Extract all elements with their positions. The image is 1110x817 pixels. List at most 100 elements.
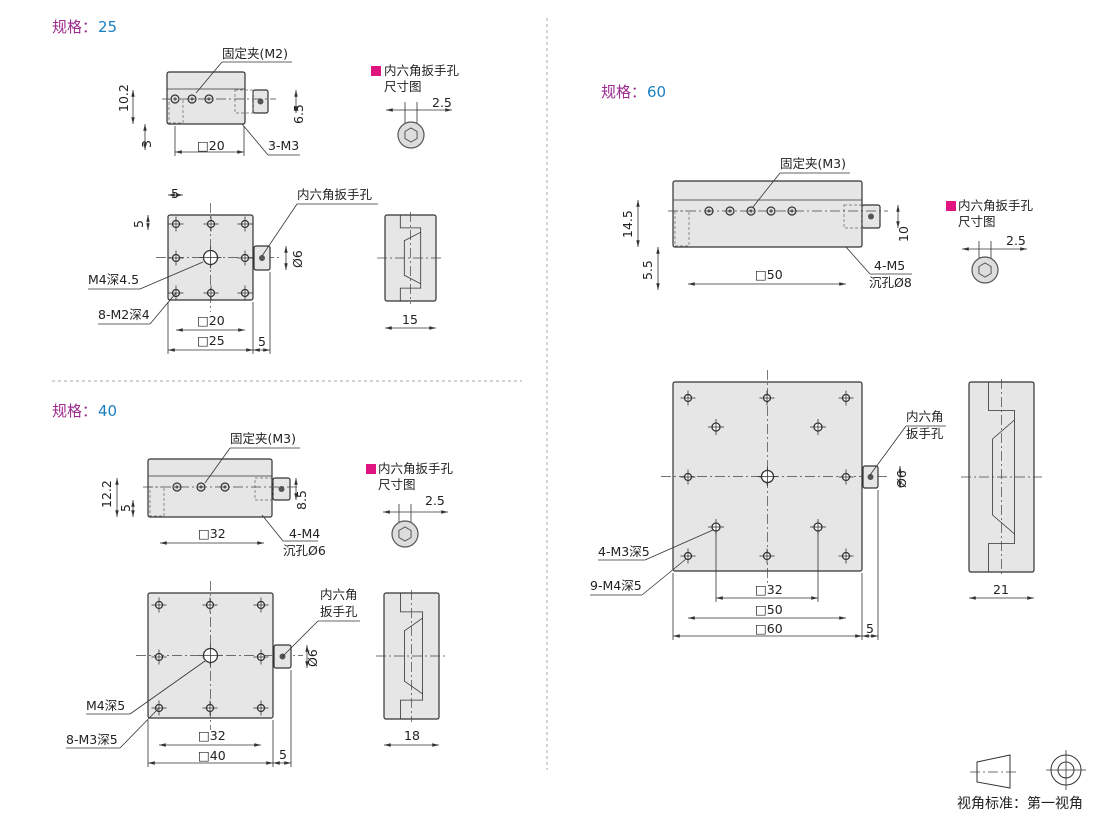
dimension-arrow bbox=[969, 596, 976, 600]
dim-side-width: 15 bbox=[402, 312, 418, 327]
dimension-arrow bbox=[176, 328, 183, 332]
dimension-arrow bbox=[385, 326, 392, 330]
dim-sq32b: □32 bbox=[198, 728, 226, 743]
leader-line bbox=[261, 203, 298, 257]
dimension-arrow bbox=[148, 761, 155, 765]
dimension-arrow bbox=[871, 634, 878, 638]
dim-dia: Ø6 bbox=[894, 470, 909, 488]
dim-sq32: □32 bbox=[755, 582, 783, 597]
dim-height: 14.5 bbox=[620, 210, 635, 238]
counterbore-label: 沉孔Ø8 bbox=[869, 275, 912, 290]
marker-icon bbox=[371, 66, 381, 76]
big-holes-label: 9-M4深5 bbox=[590, 578, 642, 593]
hex-dim: 2.5 bbox=[425, 493, 445, 508]
dimension-arrow bbox=[673, 634, 680, 638]
body-outline bbox=[147, 458, 273, 518]
dimension-arrow bbox=[273, 761, 280, 765]
dimension-arrow bbox=[254, 743, 261, 747]
dimension-arrow bbox=[143, 143, 147, 150]
dimension-arrow bbox=[656, 247, 660, 254]
dimension-arrow bbox=[246, 348, 253, 352]
first-angle-cone-icon bbox=[976, 754, 1011, 789]
dimension-arrow bbox=[253, 348, 260, 352]
drawing-geometry bbox=[66, 61, 1086, 790]
spec-label: 规格： bbox=[52, 402, 97, 420]
dimension-arrow bbox=[688, 616, 695, 620]
hexagon-icon bbox=[398, 526, 412, 542]
hex-socket-icon bbox=[971, 256, 999, 284]
leader-line bbox=[129, 660, 206, 715]
dimension-arrow bbox=[962, 247, 969, 251]
leader-line bbox=[261, 514, 284, 542]
dimension-arrow bbox=[131, 510, 135, 517]
dimension-arrow bbox=[176, 193, 183, 197]
dim-knob-height: 6.5 bbox=[291, 104, 306, 124]
spec-25: 规格： 25 固定夹(M2) 10.2 3 □20 6.5 3-M3 内六角扳手… bbox=[52, 18, 460, 349]
dimension-arrow bbox=[432, 743, 439, 747]
dimension-arrow bbox=[257, 541, 264, 545]
dimension-arrow bbox=[284, 761, 291, 765]
clamp-screw-core bbox=[190, 97, 194, 101]
spec-40: 规格： 40 固定夹(M3) 12.2 5 8.5 □32 4-M4 沉孔Ø6 … bbox=[52, 402, 454, 763]
dim-height: 12.2 bbox=[99, 480, 114, 508]
dim-knob-height: 8.5 bbox=[294, 490, 309, 510]
dimension-arrow bbox=[146, 215, 150, 222]
dimension-arrow bbox=[263, 348, 270, 352]
hex-dim: 2.5 bbox=[432, 95, 452, 110]
dimension-arrow bbox=[237, 150, 244, 154]
leader-line bbox=[139, 261, 204, 290]
dimension-arrow bbox=[294, 106, 298, 113]
clamp-block bbox=[843, 204, 863, 229]
dovetail bbox=[988, 382, 1015, 572]
spec-60: 规格： 60 固定夹(M3) 14.5 5.5 10 □50 4-M5 沉孔Ø8… bbox=[590, 83, 1034, 636]
hex-sub: 尺寸图 bbox=[384, 79, 422, 94]
leader-line bbox=[195, 61, 223, 94]
dimension-arrow bbox=[855, 634, 862, 638]
hex-socket-icon bbox=[397, 121, 425, 149]
knob-label: 内六角 bbox=[906, 409, 944, 424]
hex-sub: 尺寸图 bbox=[378, 477, 416, 492]
hex-title: 内六角扳手孔 bbox=[378, 461, 454, 476]
dimension-arrow bbox=[636, 240, 640, 247]
knob-hole bbox=[868, 213, 874, 220]
dimension-arrow bbox=[716, 596, 723, 600]
dim-offset: 5 bbox=[279, 747, 287, 762]
dimension-arrow bbox=[429, 326, 436, 330]
dim-side-width: 21 bbox=[993, 582, 1009, 597]
leader-line bbox=[241, 123, 269, 156]
hex-sub: 尺寸图 bbox=[958, 214, 996, 229]
dimension-arrow bbox=[159, 743, 166, 747]
knob-hole bbox=[278, 486, 285, 492]
dimension-arrow bbox=[115, 510, 119, 517]
hidden-counterbore bbox=[674, 210, 690, 247]
dimension-arrow bbox=[898, 481, 902, 488]
dimension-arrow bbox=[445, 108, 452, 112]
dimension-arrow bbox=[146, 223, 150, 230]
dimension-arrow bbox=[896, 221, 900, 228]
knob-label: 内六角 bbox=[320, 587, 358, 602]
dimension-arrow bbox=[896, 205, 900, 212]
dimension-arrow bbox=[1020, 247, 1027, 251]
dim-offset: 5 bbox=[866, 621, 874, 636]
spec-size: 60 bbox=[647, 83, 666, 101]
dimension-arrow bbox=[386, 108, 393, 112]
dimension-arrow bbox=[811, 596, 818, 600]
body-outline bbox=[672, 180, 863, 248]
dimension-arrow bbox=[294, 478, 298, 485]
dim-dia: Ø6 bbox=[305, 649, 320, 667]
dimension-arrow bbox=[636, 200, 640, 207]
knob-hole bbox=[867, 474, 874, 480]
dimension-arrow bbox=[284, 246, 288, 253]
leader-line bbox=[869, 425, 907, 476]
dim-low: 3 bbox=[139, 140, 154, 148]
dimension-arrow bbox=[266, 761, 273, 765]
hex-title: 内六角扳手孔 bbox=[958, 198, 1034, 213]
dovetail-groove bbox=[404, 617, 423, 695]
knob-label: 内六角扳手孔 bbox=[297, 187, 373, 202]
thread-label: 4-M5 bbox=[874, 258, 905, 273]
projection-legend: 视角标准：第一视角 bbox=[957, 795, 1083, 812]
dimension-arrow bbox=[384, 743, 391, 747]
leader-line bbox=[644, 529, 714, 561]
holes-label: 8-M2深4 bbox=[98, 307, 150, 322]
